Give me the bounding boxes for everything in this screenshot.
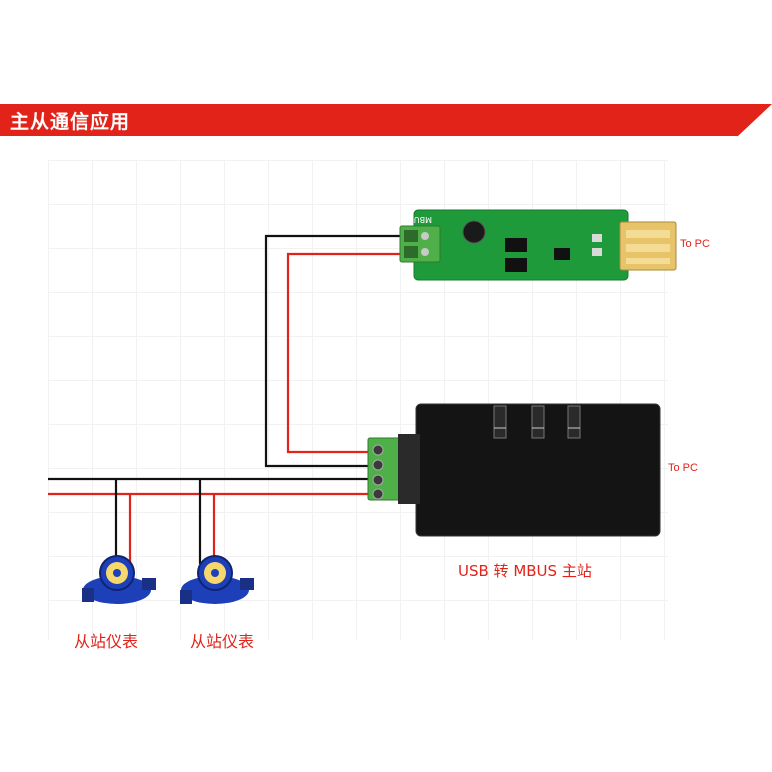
meter-label-2: 从站仪表 [190, 632, 255, 651]
usb-mbus-master-box [367, 403, 661, 537]
header-banner [0, 104, 772, 136]
water-meter-icon [180, 555, 254, 604]
usb-mbus-pcb: MBUS [399, 209, 677, 281]
master-to-pc-label: To PC [668, 462, 698, 474]
page-title: 主从通信应用 [10, 111, 131, 133]
meter-label-1: 从站仪表 [74, 632, 139, 651]
pcb-wires [264, 234, 402, 468]
master-caption: USB 转 MBUS 主站 [458, 562, 592, 580]
water-meter-icon [82, 555, 156, 604]
pcb-silkscreen: MBUS [409, 215, 432, 224]
pcb-to-pc-label: To PC [680, 238, 710, 250]
bus-wires [48, 477, 374, 564]
